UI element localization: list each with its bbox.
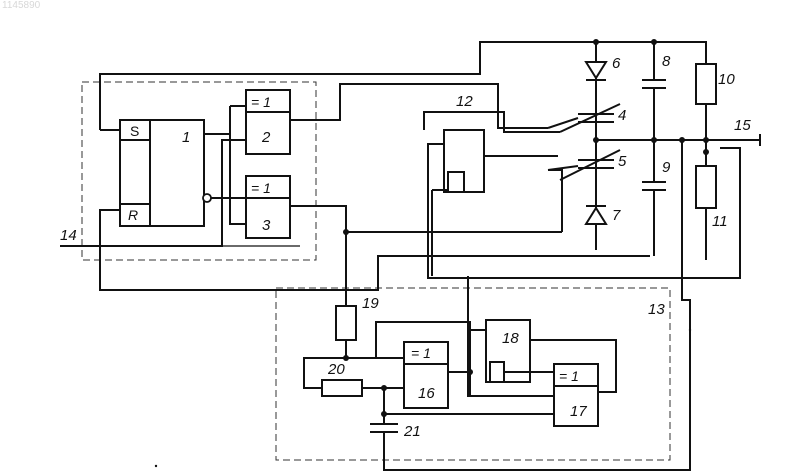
diode-7-label: 7 (612, 207, 621, 224)
block-16-label: 16 (418, 385, 435, 402)
block-17-label: 17 (570, 403, 587, 420)
resistor-19-label: 19 (362, 295, 379, 312)
terminal-15-label: 15 (734, 117, 751, 134)
capacitor-9: 9 (642, 159, 671, 190)
terminal-14-label: 14 (60, 227, 77, 244)
stray-dot (689, 329, 691, 331)
block-16: = 1 16 (404, 342, 448, 408)
resistor-11: 11 (696, 166, 728, 230)
resistor-11-label: 11 (712, 213, 728, 230)
capacitor-21: 21 (370, 423, 421, 440)
resistor-10-label: 10 (718, 71, 735, 88)
diode-6-label: 6 (612, 55, 621, 72)
block-2-function: = 1 (251, 94, 271, 110)
input-s-label: S (130, 123, 139, 139)
capacitor-column: 8 9 (642, 39, 671, 256)
block-2-label: 2 (261, 129, 271, 146)
block-13-label: 13 (648, 301, 665, 318)
capacitor-8-label: 8 (662, 53, 671, 70)
capacitor-21-label: 21 (403, 423, 421, 440)
block-3: = 1 3 (246, 176, 290, 238)
diode-6: 6 (586, 55, 621, 80)
diode-7: 7 (586, 206, 621, 224)
block-1-label: 1 (182, 129, 190, 146)
block-17: = 1 17 (554, 364, 598, 426)
block-3-function: = 1 (251, 180, 271, 196)
block-16-function: = 1 (411, 345, 431, 361)
block-12: 12 (444, 93, 484, 192)
block-1: S R 1 (120, 120, 211, 226)
varicap-4: 4 (548, 104, 626, 132)
inverted-output-bubble (203, 194, 211, 202)
capacitor-8: 8 (642, 53, 671, 88)
block-12-label: 12 (456, 93, 473, 110)
block-17-function: = 1 (559, 368, 579, 384)
resistor-20-label: 20 (327, 361, 345, 378)
resistor-10: 10 (696, 64, 735, 104)
wiring-block-13: 19 20 21 13 (304, 276, 665, 444)
input-r-label: R (128, 207, 138, 223)
resistor-19: 19 (336, 295, 379, 340)
diode-varicap-column: 6 4 5 7 (548, 39, 627, 250)
resistor-20: 20 (322, 361, 362, 396)
stray-dot (155, 465, 157, 467)
varicap-4-label: 4 (618, 107, 626, 124)
block-2: = 1 2 (246, 90, 290, 154)
capacitor-9-label: 9 (662, 159, 671, 176)
block-3-label: 3 (262, 217, 271, 234)
block-18-label: 18 (502, 330, 519, 347)
varicap-5-label: 5 (618, 153, 627, 170)
varicap-5: 5 (548, 150, 627, 180)
